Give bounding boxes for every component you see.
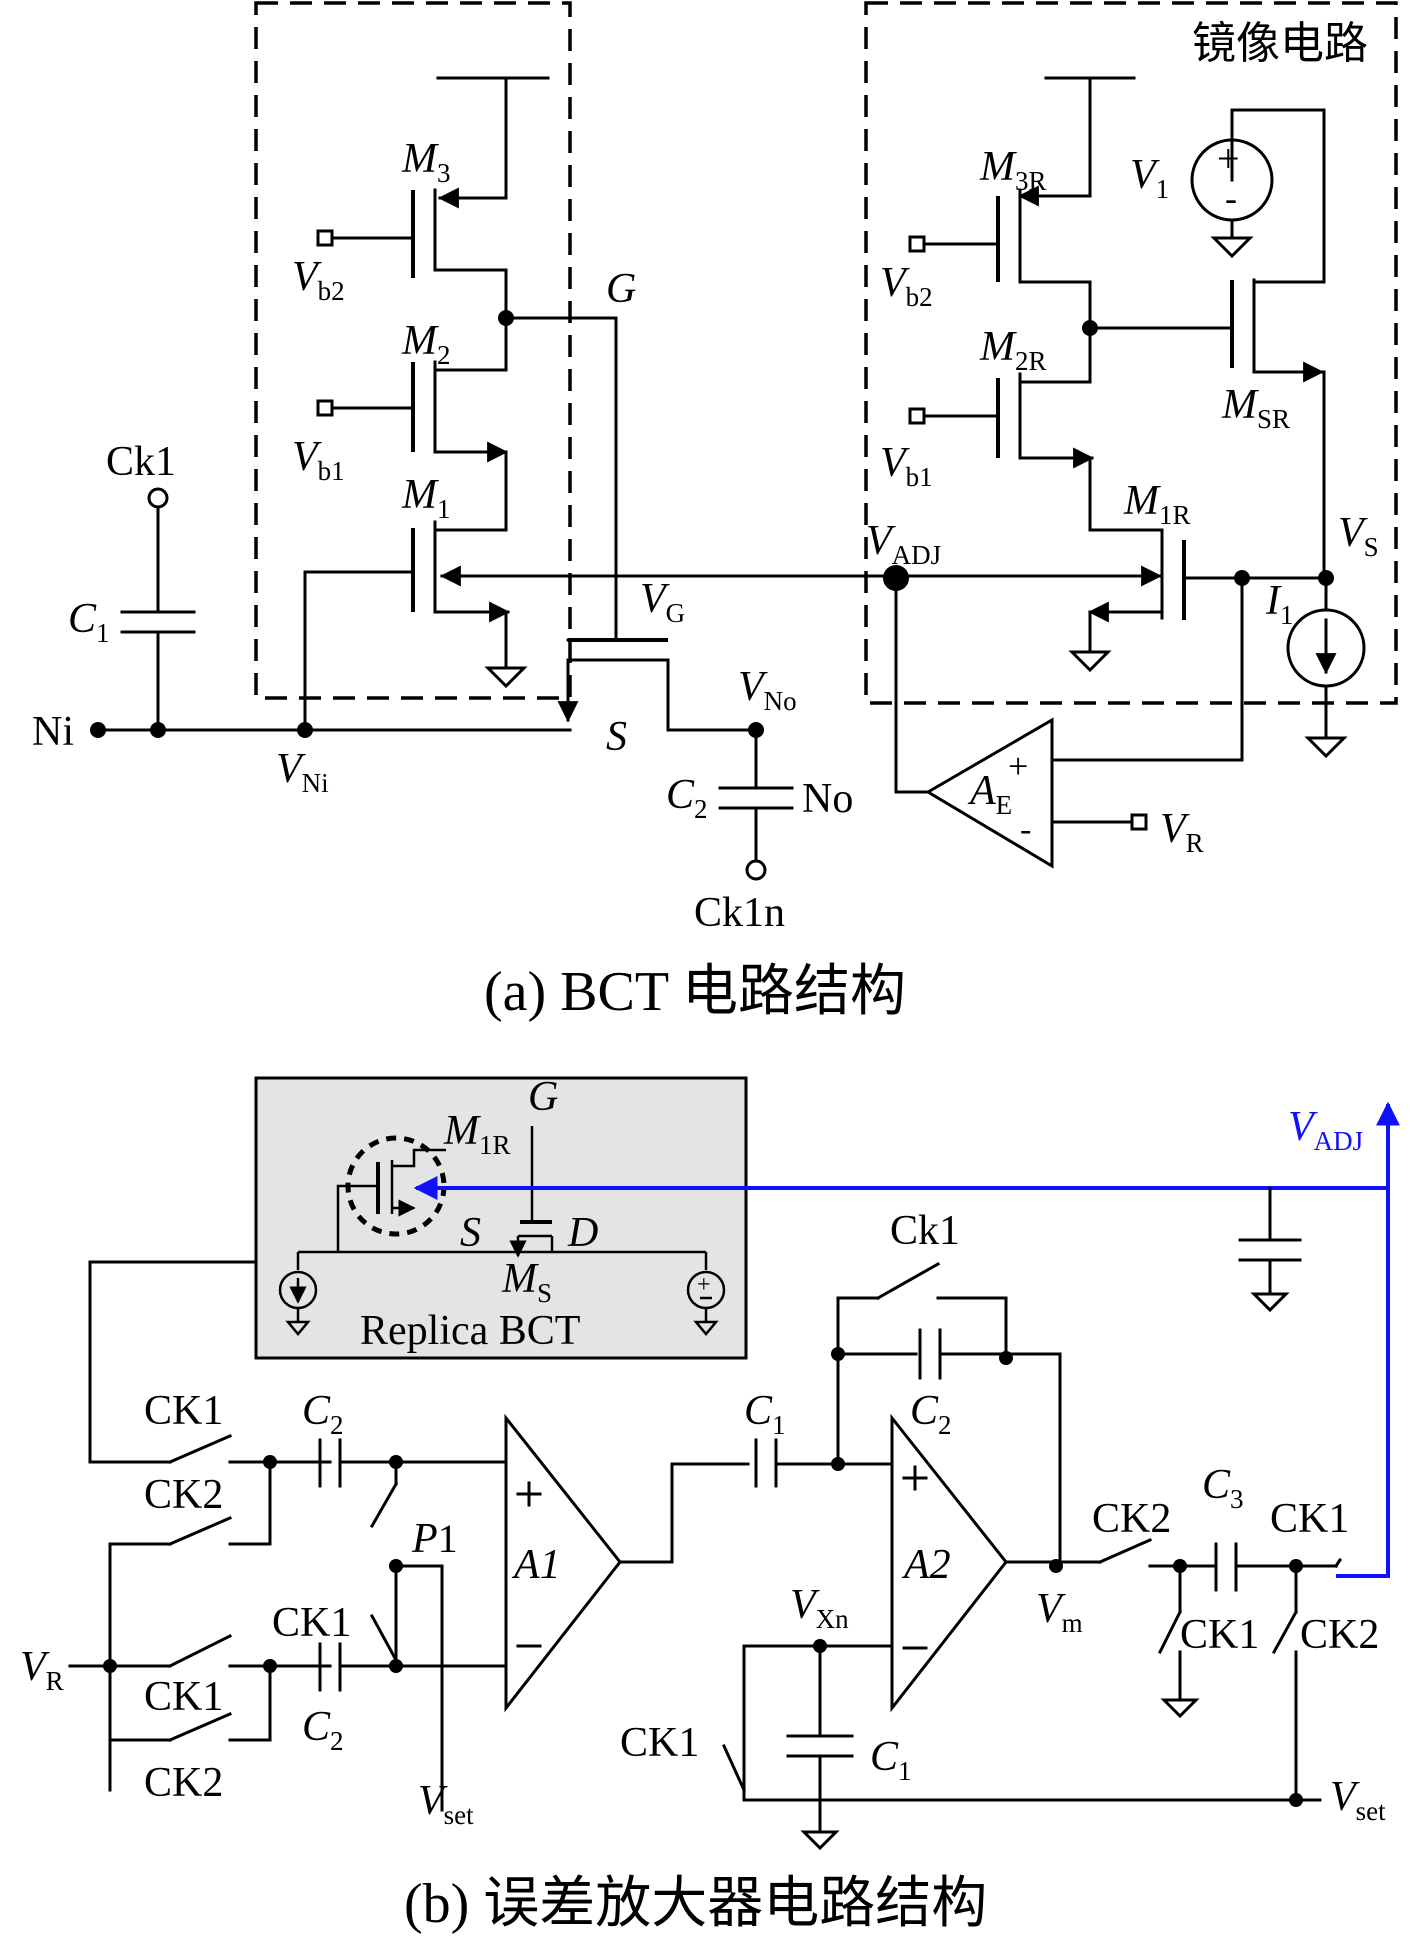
label-vni: VNi xyxy=(276,746,329,798)
switch-transistor-ms xyxy=(557,638,764,738)
label-v1: V1 xyxy=(1130,152,1169,204)
mirror-circuit-title: 镜像电路 xyxy=(1192,19,1368,68)
label-b-a2: A2 xyxy=(901,1542,951,1588)
label-ck1: Ck1 xyxy=(106,439,176,485)
label-vr: VR xyxy=(1160,806,1204,858)
label-b-c1-xn: C1 xyxy=(870,1734,912,1786)
label-vb1: Vb1 xyxy=(292,434,345,486)
label-b-ck2-b: CK2 xyxy=(144,1760,223,1806)
label-vno: VNo xyxy=(738,664,797,716)
label-m2r: M2R xyxy=(979,324,1047,376)
output-network xyxy=(718,728,794,881)
ae-minus-sign: - xyxy=(1020,811,1031,848)
label-b-g: G xyxy=(528,1074,558,1120)
vadj-feedback-path xyxy=(413,1101,1400,1578)
label-b-ck1-out: CK1 xyxy=(1270,1496,1349,1542)
label-i1: I1 xyxy=(1265,578,1294,630)
label-vg: VG xyxy=(640,576,685,628)
label-b-ms: MS xyxy=(501,1256,552,1308)
panel-b-labels: G M1R S D MS VADJ Ck1 C2 CK1 C2 CK2 P1 A… xyxy=(20,1074,1386,1830)
label-b-vxn: VXn xyxy=(790,1582,849,1634)
label-b-vset-a1: Vset xyxy=(418,1778,474,1830)
label-b-ck1-c: CK1 xyxy=(272,1600,351,1646)
panel-a-bct-circuit: 镜像电路 xyxy=(32,1,1398,1023)
v1-minus-sign: - xyxy=(1225,178,1237,218)
label-g: G xyxy=(606,266,636,312)
label-vadj: VADJ xyxy=(866,518,941,570)
label-b-vadj: VADJ xyxy=(1288,1104,1363,1156)
panel-a-caption: (a) BCT 电路结构 xyxy=(484,961,906,1023)
mirror-circuit-dashed-box xyxy=(864,1,1398,705)
label-m3r: M3R xyxy=(979,144,1047,196)
label-c1: C1 xyxy=(68,596,110,648)
label-b-a1: A1 xyxy=(511,1542,561,1588)
label-b-ck1-xn: CK1 xyxy=(620,1720,699,1766)
label-b-c2-top: C2 xyxy=(302,1388,344,1440)
label-ni: Ni xyxy=(32,709,74,755)
mirror-circuit: + - + - xyxy=(883,76,1366,869)
label-b-vr: VR xyxy=(20,1644,64,1696)
ae-plus-sign: + xyxy=(1008,746,1028,786)
label-b-ck1-gnd: CK1 xyxy=(1180,1612,1259,1658)
replica-bct-circuit: + xyxy=(278,1126,726,1336)
input-switched-cap-network xyxy=(68,1260,506,1812)
label-vb2r: Vb2 xyxy=(880,260,933,312)
label-c2: C2 xyxy=(666,772,708,824)
v1-plus-sign: + xyxy=(1217,136,1240,181)
label-b-c2-fb: C2 xyxy=(910,1388,952,1440)
panel-a-labels: M3 Vb2 G M2 Vb1 M1 Ck1 C1 Ni VNi VG S VN… xyxy=(32,136,1379,936)
label-b-ck2-a: CK2 xyxy=(144,1472,223,1518)
panel-b-caption: (b) 误差放大器电路结构 xyxy=(404,1873,987,1935)
label-no: No xyxy=(802,776,853,822)
amplifier-a1 xyxy=(504,1413,750,1713)
label-b-ck1-a: CK1 xyxy=(144,1388,223,1434)
amplifier-a2 xyxy=(722,1261,1298,1851)
panel-b-error-amplifier: Replica BCT + xyxy=(20,1074,1400,1935)
output-switched-cap-network xyxy=(1098,1538,1343,1807)
main-bct-dashed-box xyxy=(254,1,572,700)
label-s: S xyxy=(606,714,627,760)
label-m1: M1 xyxy=(401,472,451,524)
label-vb2: Vb2 xyxy=(292,254,345,306)
label-b-d: D xyxy=(567,1210,598,1256)
label-ck1n: Ck1n xyxy=(694,890,785,936)
label-vb1r: Vb1 xyxy=(880,440,933,492)
label-b-ck1-b: CK1 xyxy=(144,1674,223,1720)
label-b-s: S xyxy=(460,1210,481,1256)
label-b-ck2-vset: CK2 xyxy=(1300,1612,1379,1658)
label-b-vset-out: Vset xyxy=(1330,1774,1386,1826)
label-m1r: M1R xyxy=(1123,478,1191,530)
label-b-c1-in: C1 xyxy=(744,1388,786,1440)
label-b-p1: P1 xyxy=(411,1516,458,1562)
label-b-c3: C3 xyxy=(1202,1462,1244,1514)
label-ae: AE xyxy=(967,768,1012,820)
label-vs: VS xyxy=(1338,510,1379,562)
replica-bct-title: Replica BCT xyxy=(360,1308,580,1354)
input-network xyxy=(90,487,572,738)
label-b-vm: Vm xyxy=(1036,1586,1083,1638)
replica-vsrc-plus-sign: + xyxy=(697,1272,711,1298)
label-m3: M3 xyxy=(401,136,451,188)
label-b-m1r: M1R xyxy=(443,1108,511,1160)
label-b-ck1-fb: Ck1 xyxy=(890,1208,960,1254)
label-b-c2-bot: C2 xyxy=(302,1704,344,1756)
label-m2: M2 xyxy=(401,318,451,370)
label-b-ck2-out: CK2 xyxy=(1092,1496,1171,1542)
label-msr: MSR xyxy=(1221,382,1290,434)
